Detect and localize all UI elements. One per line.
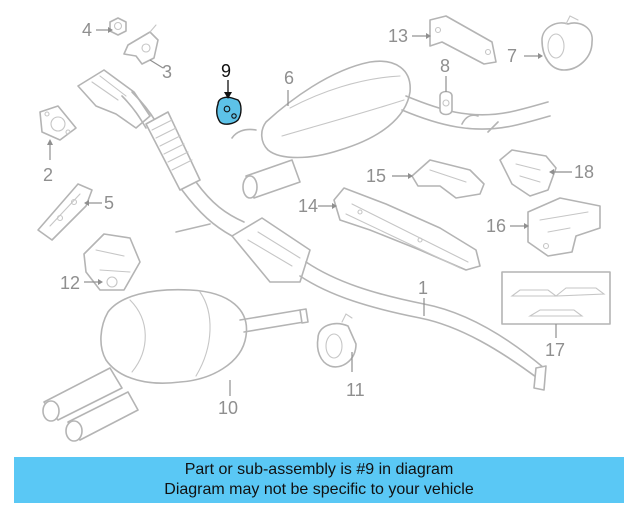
label-13: 13 xyxy=(388,26,408,46)
part-10-rear-muffler xyxy=(42,288,309,442)
part-18-bracket xyxy=(499,149,557,197)
info-banner: Part or sub-assembly is #9 in diagram Di… xyxy=(14,457,624,503)
part-7-clamp xyxy=(541,15,593,71)
part-15-heat-shield xyxy=(411,159,485,199)
label-11: 11 xyxy=(346,380,365,400)
label-18: 18 xyxy=(574,162,594,182)
label-17: 17 xyxy=(545,340,565,360)
label-10: 10 xyxy=(218,398,238,418)
part-3-hanger-bracket xyxy=(123,24,159,65)
label-5: 5 xyxy=(104,193,114,213)
label-15: 15 xyxy=(366,166,386,186)
part-6-front-muffler xyxy=(231,60,551,199)
part-14-heat-shield xyxy=(333,187,481,271)
label-16: 16 xyxy=(486,216,506,236)
label-8: 8 xyxy=(440,56,450,76)
banner-disclaimer-line: Diagram may not be specific to your vehi… xyxy=(164,481,474,498)
label-12: 12 xyxy=(60,273,80,293)
part-12-mount xyxy=(83,233,141,291)
part-8-hanger xyxy=(439,90,453,116)
label-1: 1 xyxy=(418,278,428,298)
label-2: 2 xyxy=(43,165,53,185)
part-11-clamp xyxy=(316,313,357,368)
label-14: 14 xyxy=(298,196,318,216)
part-4-nut xyxy=(109,17,127,36)
label-6: 6 xyxy=(284,68,294,88)
part-13-bracket xyxy=(429,15,497,65)
label-3: 3 xyxy=(162,62,172,82)
part-5-bracket xyxy=(37,183,93,241)
label-7: 7 xyxy=(507,46,517,66)
banner-part-line: Part or sub-assembly is #9 in diagram xyxy=(184,461,454,478)
part-17-hardware-kit xyxy=(501,271,611,325)
label-4: 4 xyxy=(82,20,92,40)
front-pipe xyxy=(77,69,245,237)
label-9: 9 xyxy=(221,61,231,81)
part-9-rubber-insulator xyxy=(215,96,242,125)
part-2-flange-gasket xyxy=(39,105,77,141)
part-1-exhaust-pipe xyxy=(231,217,547,391)
part-16-bracket xyxy=(527,197,601,257)
